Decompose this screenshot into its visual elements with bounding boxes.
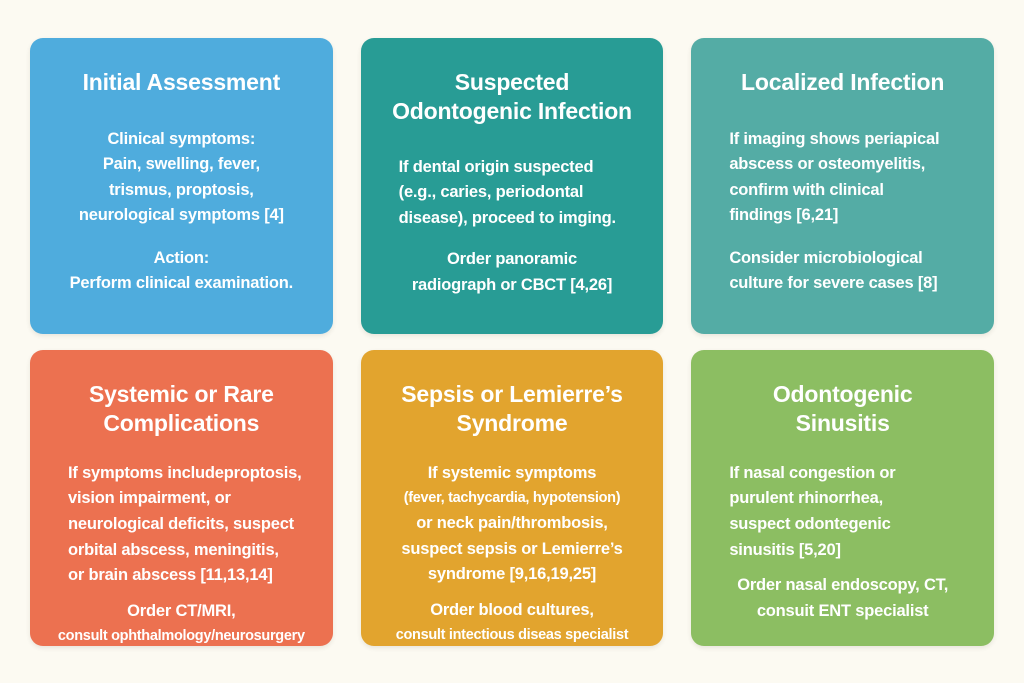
card-text-line: Order nasal endoscopy, CT,: [737, 576, 949, 595]
card-text-line: vision impairment, or: [68, 489, 231, 508]
card-text-line: confirm with clinical: [729, 180, 884, 199]
card-text-line: trismus, proptosis,: [108, 180, 254, 199]
card-text-block: If symptoms includeproptosis, vision impa…: [52, 461, 311, 589]
card-localized-infection: Localized Infection If imaging shows per…: [691, 38, 994, 334]
card-text-line: or brain abscess [11,13,14]: [68, 566, 273, 585]
card-body: Clinical symptoms: Pain, swelling, fever,…: [52, 119, 311, 314]
card-text-line: suspect odontegenic: [729, 515, 891, 533]
card-text-line: sinusitis [5,20]: [729, 540, 841, 559]
card-text-block: Order blood cultures, consult intectious …: [383, 598, 642, 646]
card-body: If dental origin suspected (e.g., caries,…: [383, 149, 642, 314]
card-suspected-odontogenic-infection: Suspected Odontogenic Infection If denta…: [360, 38, 664, 334]
card-text-line: Pain, swelling, fever,: [102, 155, 260, 174]
card-text-block: If nasal congestion or purulent rhinorrhe…: [713, 461, 972, 563]
card-text-line: disease), proceed to imging.: [398, 208, 616, 227]
card-text-line: consuit ENT specialist: [756, 601, 929, 620]
card-title: Sepsis or Lemierre’s Syndrome: [401, 381, 623, 437]
card-text-line: syndrome [9,16,19,25]: [427, 565, 597, 584]
card-sepsis-or-lemierres-syndrome: Sepsis or Lemierre’s Syndrome If systemi…: [360, 350, 664, 646]
card-body: If symptoms includeproptosis, vision impa…: [52, 461, 311, 646]
card-text-block: Order CT/MRI, consult ophthalmology/neuro…: [52, 599, 311, 646]
card-title: Initial Assessment: [82, 69, 281, 95]
card-body: If imaging shows periapical abscess or os…: [713, 119, 972, 314]
card-text-block: Consider microbiological culture for seve…: [713, 246, 972, 297]
card-text-line: suspect sepsis or Lemierre’s: [401, 539, 623, 558]
card-text-line: purulent rhinorrhea,: [729, 489, 884, 508]
card-initial-assessment: Initial Assessment Clinical symptoms: Pai…: [30, 38, 333, 334]
card-text-block: If systemic symptoms (fever, tachycardia,…: [383, 461, 642, 588]
card-body: If systemic symptoms (fever, tachycardia,…: [383, 461, 642, 646]
card-text-line: (fever, tachycardia, hypotension): [403, 490, 621, 507]
card-text-line: Order CT/MRI,: [127, 601, 236, 620]
card-text-block: Order panoramic radiograph or CBCT [4,26]: [383, 247, 642, 298]
card-text-line: orbital abscess, meningitis,: [68, 540, 279, 559]
card-title: Suspected Odontogenic Infection: [392, 69, 632, 125]
card-text-line: Order blood cultures,: [430, 600, 594, 619]
card-text-line: If systemic symptoms: [427, 463, 597, 482]
card-text-line: findings [6,21]: [729, 206, 839, 225]
card-text-line: or neck pain/thrombosis,: [416, 514, 608, 533]
card-text-block: Clinical symptoms: Pain, swelling, fever,…: [52, 127, 311, 229]
card-text-line: If imaging shows periapical: [729, 129, 940, 148]
card-text-block: If dental origin suspected (e.g., caries,…: [383, 155, 642, 232]
card-title: Localized Infection: [741, 69, 945, 95]
card-text-line: If nasal congestion or: [729, 463, 896, 482]
card-text-line: abscess or osteomyelitis,: [729, 155, 926, 174]
card-text-line: Perform clinical examination.: [69, 274, 294, 293]
card-systemic-or-rare-complications: Systemic or Rare Complications If sympto…: [30, 350, 333, 646]
card-text-line: culture for severe cases [8]: [729, 274, 938, 293]
card-text-line: Action:: [153, 248, 210, 267]
card-body: If nasal congestion or purulent rhinorrhe…: [713, 461, 972, 634]
card-text-line: Consider microbiological: [729, 248, 923, 267]
card-text-block: If imaging shows periapical abscess or os…: [713, 127, 972, 229]
card-text-line: If dental origin suspected: [398, 157, 594, 176]
card-text-line: (e.g., caries, periodontal: [398, 183, 584, 202]
card-text-line: Clinical symptoms:: [107, 129, 256, 148]
card-text-line: consult intectious diseas specialist: [395, 627, 629, 644]
card-title: Systemic or Rare Complications: [88, 381, 274, 437]
card-text-line: neurological symptoms [4]: [78, 206, 284, 225]
card-odontogenic-sinusitis: Odontogenic Sinusitis If nasal congestio…: [691, 350, 994, 646]
card-text-line: If symptoms includeproptosis,: [68, 463, 302, 482]
card-text-line: consult ophthalmology/neurosurgery: [57, 628, 305, 645]
card-text-line: radiograph or CBCT [4,26]: [411, 275, 613, 294]
card-text-block: Action: Perform clinical examination.: [52, 246, 311, 297]
card-title: Odontogenic Sinusitis: [772, 381, 913, 437]
card-text-line: neurological deficits, suspect: [68, 515, 294, 533]
card-text-line: Order panoramic: [447, 250, 577, 269]
card-text-block: Order nasal endoscopy, CT, consuit ENT sp…: [713, 573, 972, 624]
